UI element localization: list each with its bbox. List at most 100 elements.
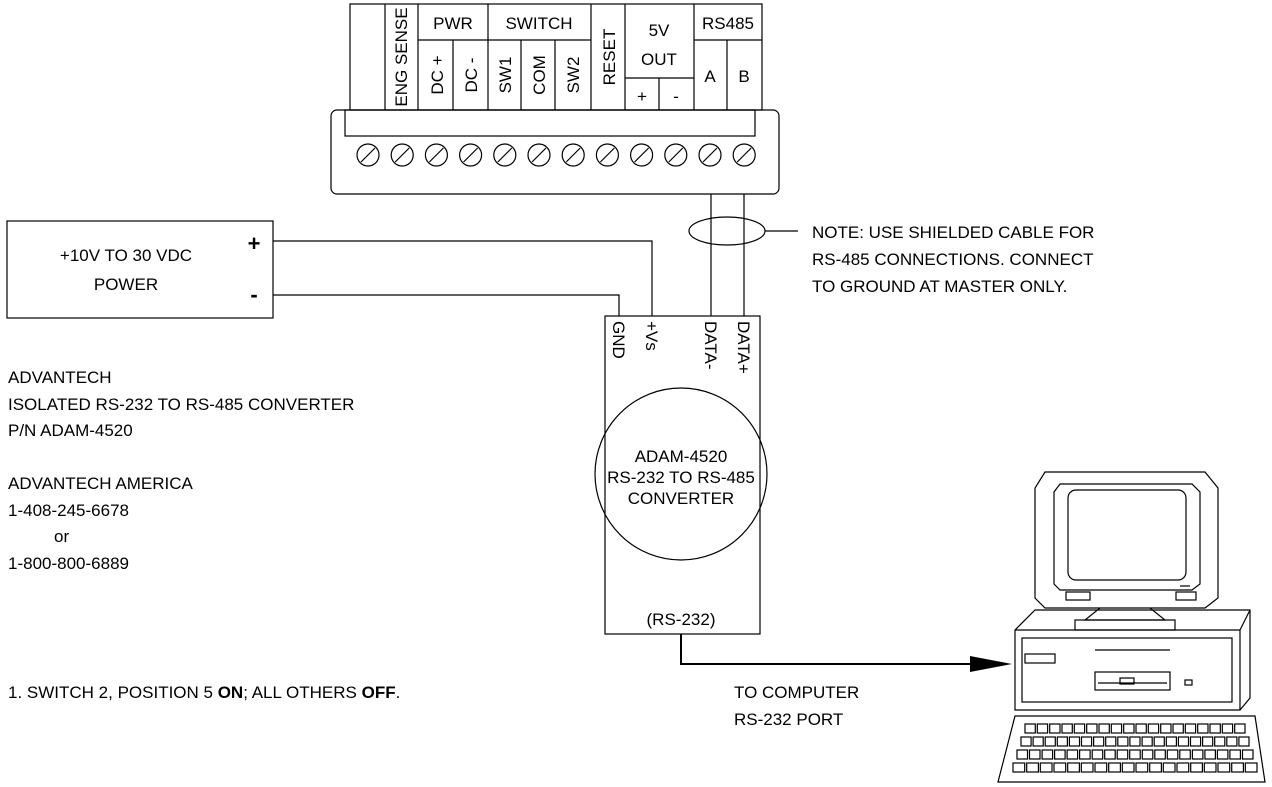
terminal-screw-slot [634,147,650,163]
terminal-screw-slot [394,147,410,163]
keyboard-key [1201,736,1214,747]
terminal-slot [344,109,756,137]
shielded-cable-note: NOTE: USE SHIELDED CABLE FOR RS-485 CONN… [812,223,1094,296]
power-wires [273,240,653,316]
keyboard-key [1123,723,1135,734]
terminal-body [330,109,780,195]
rs485-wires [688,194,798,316]
power-supply-box [6,220,274,319]
shield-marker [688,216,766,246]
advantech-line1: ADVANTECH [8,368,112,387]
terminal-screw [459,143,483,167]
rs232-arrowhead [970,656,1012,672]
converter: GND +Vs DATA- DATA+ ADAM-4520 RS-232 TO … [594,315,768,635]
keyboard-key [1154,749,1166,760]
keyboard-key [1189,736,1202,747]
terminal-screw-slot [497,147,513,163]
converter-circle [594,387,768,561]
rs232-cable [680,634,1012,672]
converter-model: ADAM-4520 [635,447,728,466]
keyboard-key [1141,749,1154,760]
rs232-wire [680,634,980,665]
keyboard-key [1026,762,1039,773]
keyboard-key [1053,762,1067,773]
wire-vs [273,240,653,316]
rs232-port-label: (RS-232) [647,610,716,629]
keyboard-key [1238,736,1250,747]
keyboard-key [1080,736,1093,747]
keyboard-key [1016,749,1029,760]
terminal-block: ENG SENSE PWR SWITCH RESET 5V OUT RS485 … [330,3,780,195]
keyboard-key [1080,762,1094,773]
keyboard-key [1241,749,1254,760]
advantech-line6: or [54,527,69,546]
terminal-screw [493,143,517,167]
com-label: COM [530,55,549,95]
keyboard-key [1172,723,1184,734]
keyboard-key [1020,736,1032,747]
monitor-icon [1034,471,1219,631]
keyboard-key [1012,762,1026,773]
out-minus-label: - [673,87,679,106]
keyboard-key [1179,749,1191,760]
terminal-screw [629,143,654,167]
note-line1: NOTE: USE SHIELDED CABLE FOR [812,223,1094,242]
keyboard-key [1231,762,1244,773]
terminal-screw-slot [565,147,581,163]
keyboard-key [1141,736,1153,747]
computer-port-label: TO COMPUTER RS-232 PORT [734,683,859,729]
power-supply: +10V TO 30 VDC POWER + - [6,220,274,319]
advantech-line4: ADVANTECH AMERICA [8,474,193,493]
pin-vs-label: +Vs [642,321,661,351]
keyboard-key [1092,736,1105,747]
keyboard-key [1098,723,1110,734]
keyboard-key [1135,762,1149,773]
pin-data-minus-label: DATA- [701,321,720,369]
keyboard-key [1216,749,1229,760]
terminal-screw [698,143,722,167]
keyboard-key [1214,736,1226,747]
converter-desc2: CONVERTER [628,489,734,508]
keyboard-key [1153,736,1165,747]
terminal-screw-slot [428,147,444,163]
terminal-screw-slot [668,147,684,163]
keyboard-key [1191,749,1204,760]
converter-box [604,315,761,635]
advantech-line7: 1-800-800-6889 [8,554,129,573]
dc-minus-label: DC - [462,58,481,93]
power-minus-terminal: - [250,282,257,307]
keyboard-key [1041,749,1054,760]
note-line3: TO GROUND AT MASTER ONLY. [812,277,1067,296]
keyboard-key [1117,736,1129,747]
terminal-screw-slot [463,147,479,163]
eng-sense-label: ENG SENSE [392,7,411,106]
power-supply-line2: POWER [94,275,158,294]
advantech-line5: 1-408-245-6678 [8,501,129,520]
keyboard-key [1244,762,1258,773]
keyboard-key [1091,749,1104,760]
keyboard-key [1044,736,1056,747]
keyboard-key [1129,736,1141,747]
keyboard-key [1086,723,1098,734]
terminal-screw-slot [360,147,376,163]
keyboard-key [1066,749,1079,760]
keyboard-key [1105,736,1117,747]
pin-gnd-label: GND [609,321,628,359]
keyboard-keys [1012,723,1258,773]
reset-label: RESET [600,29,619,86]
keyboard-key [1160,723,1172,734]
wire-gnd [273,294,620,316]
out-label: OUT [641,50,677,69]
keyboard-key [1061,723,1073,734]
terminal-screw [595,143,620,167]
keyboard-key [1129,749,1141,760]
keyboard-key [1108,762,1121,773]
terminal-screw [356,143,380,167]
keyboard-key [1217,762,1231,773]
keyboard-key [1203,762,1217,773]
sw1-label: SW1 [496,57,515,94]
keyboard-key [1049,723,1061,734]
keyboard-key [1229,749,1242,760]
switch-note-middle: ; ALL OTHERS [243,683,361,702]
keyboard-key [1036,723,1049,734]
